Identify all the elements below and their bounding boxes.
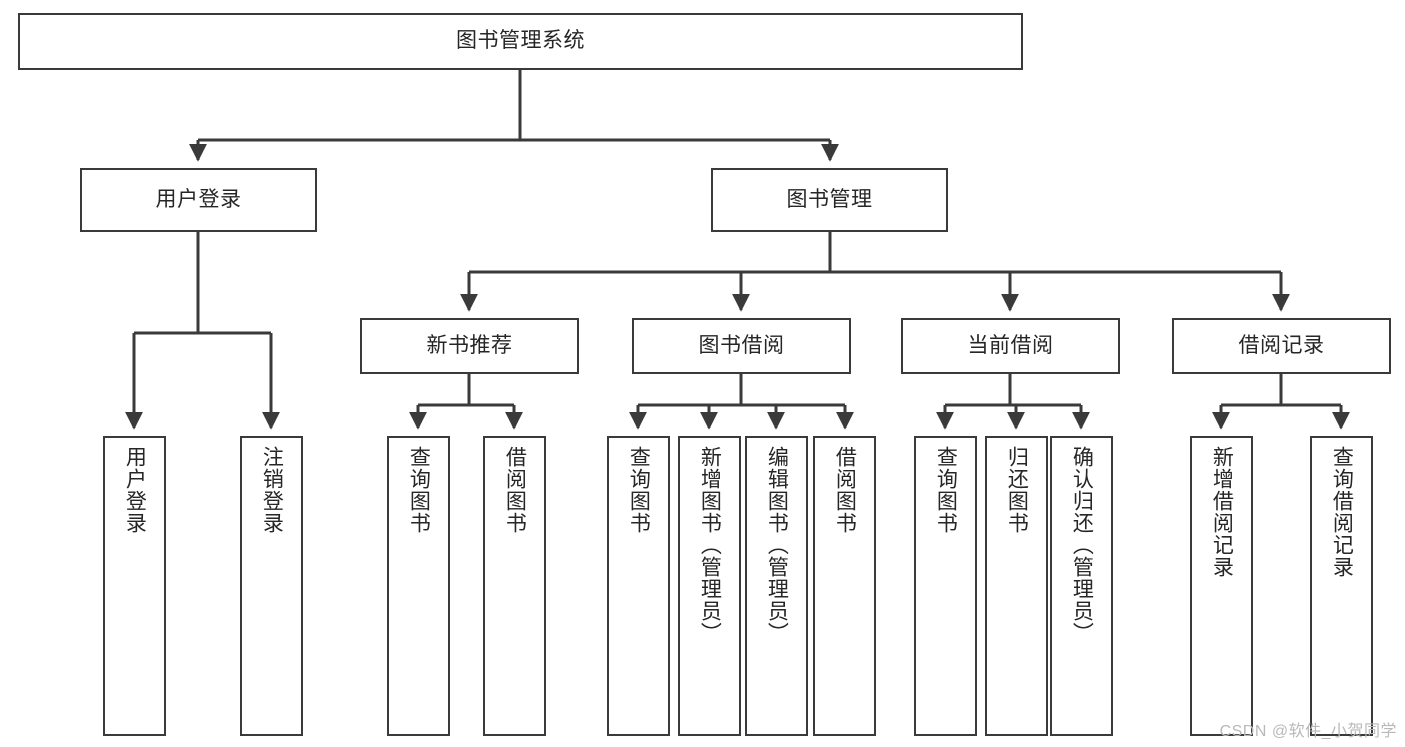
node-leaf-query-book-borrow[interactable]: 查询图书 <box>607 436 670 736</box>
node-label: 图书借阅 <box>698 333 785 357</box>
node-label: 当前借阅 <box>967 333 1054 357</box>
node-label: 确认归还（管理员） <box>1070 446 1094 644</box>
node-book-borrow[interactable]: 图书借阅 <box>632 318 851 374</box>
node-label: 注销登录 <box>260 446 284 534</box>
node-label: 图书管理 <box>786 187 873 211</box>
node-leaf-add-borrow-record[interactable]: 新增借阅记录 <box>1190 436 1253 736</box>
node-leaf-borrow-book[interactable]: 借阅图书 <box>813 436 876 736</box>
node-label: 查询图书 <box>407 446 431 534</box>
node-label: 借阅图书 <box>833 446 857 534</box>
node-leaf-query-book-recommend[interactable]: 查询图书 <box>387 436 450 736</box>
node-leaf-return-book[interactable]: 归还图书 <box>985 436 1048 736</box>
node-leaf-add-book-admin[interactable]: 新增图书（管理员） <box>678 436 741 736</box>
node-label: 借阅记录 <box>1238 333 1325 357</box>
node-root-system[interactable]: 图书管理系统 <box>18 13 1023 70</box>
node-label: 用户登录 <box>155 187 242 211</box>
node-leaf-edit-book-admin[interactable]: 编辑图书（管理员） <box>745 436 808 736</box>
node-leaf-confirm-return-admin[interactable]: 确认归还（管理员） <box>1050 436 1113 736</box>
node-current-borrow[interactable]: 当前借阅 <box>901 318 1120 374</box>
node-user-login[interactable]: 用户登录 <box>80 168 317 232</box>
node-label: 新书推荐 <box>426 333 513 357</box>
node-new-book-recommend[interactable]: 新书推荐 <box>360 318 579 374</box>
node-book-management[interactable]: 图书管理 <box>711 168 948 232</box>
node-label: 查询借阅记录 <box>1330 446 1354 578</box>
node-label: 新增图书（管理员） <box>698 446 722 644</box>
node-label: 编辑图书（管理员） <box>765 446 789 644</box>
node-label: 查询图书 <box>934 446 958 534</box>
node-label: 图书管理系统 <box>456 29 585 53</box>
node-borrow-records[interactable]: 借阅记录 <box>1172 318 1391 374</box>
node-label: 归还图书 <box>1005 446 1029 534</box>
node-leaf-query-borrow-record[interactable]: 查询借阅记录 <box>1310 436 1373 736</box>
node-leaf-borrow-book-recommend[interactable]: 借阅图书 <box>483 436 546 736</box>
node-label: 新增借阅记录 <box>1210 446 1234 578</box>
node-leaf-query-book-current[interactable]: 查询图书 <box>914 436 977 736</box>
node-label: 查询图书 <box>627 446 651 534</box>
node-leaf-user-login[interactable]: 用户登录 <box>103 436 166 736</box>
node-label: 借阅图书 <box>503 446 527 534</box>
node-leaf-user-logout[interactable]: 注销登录 <box>240 436 303 736</box>
node-label: 用户登录 <box>123 446 147 534</box>
